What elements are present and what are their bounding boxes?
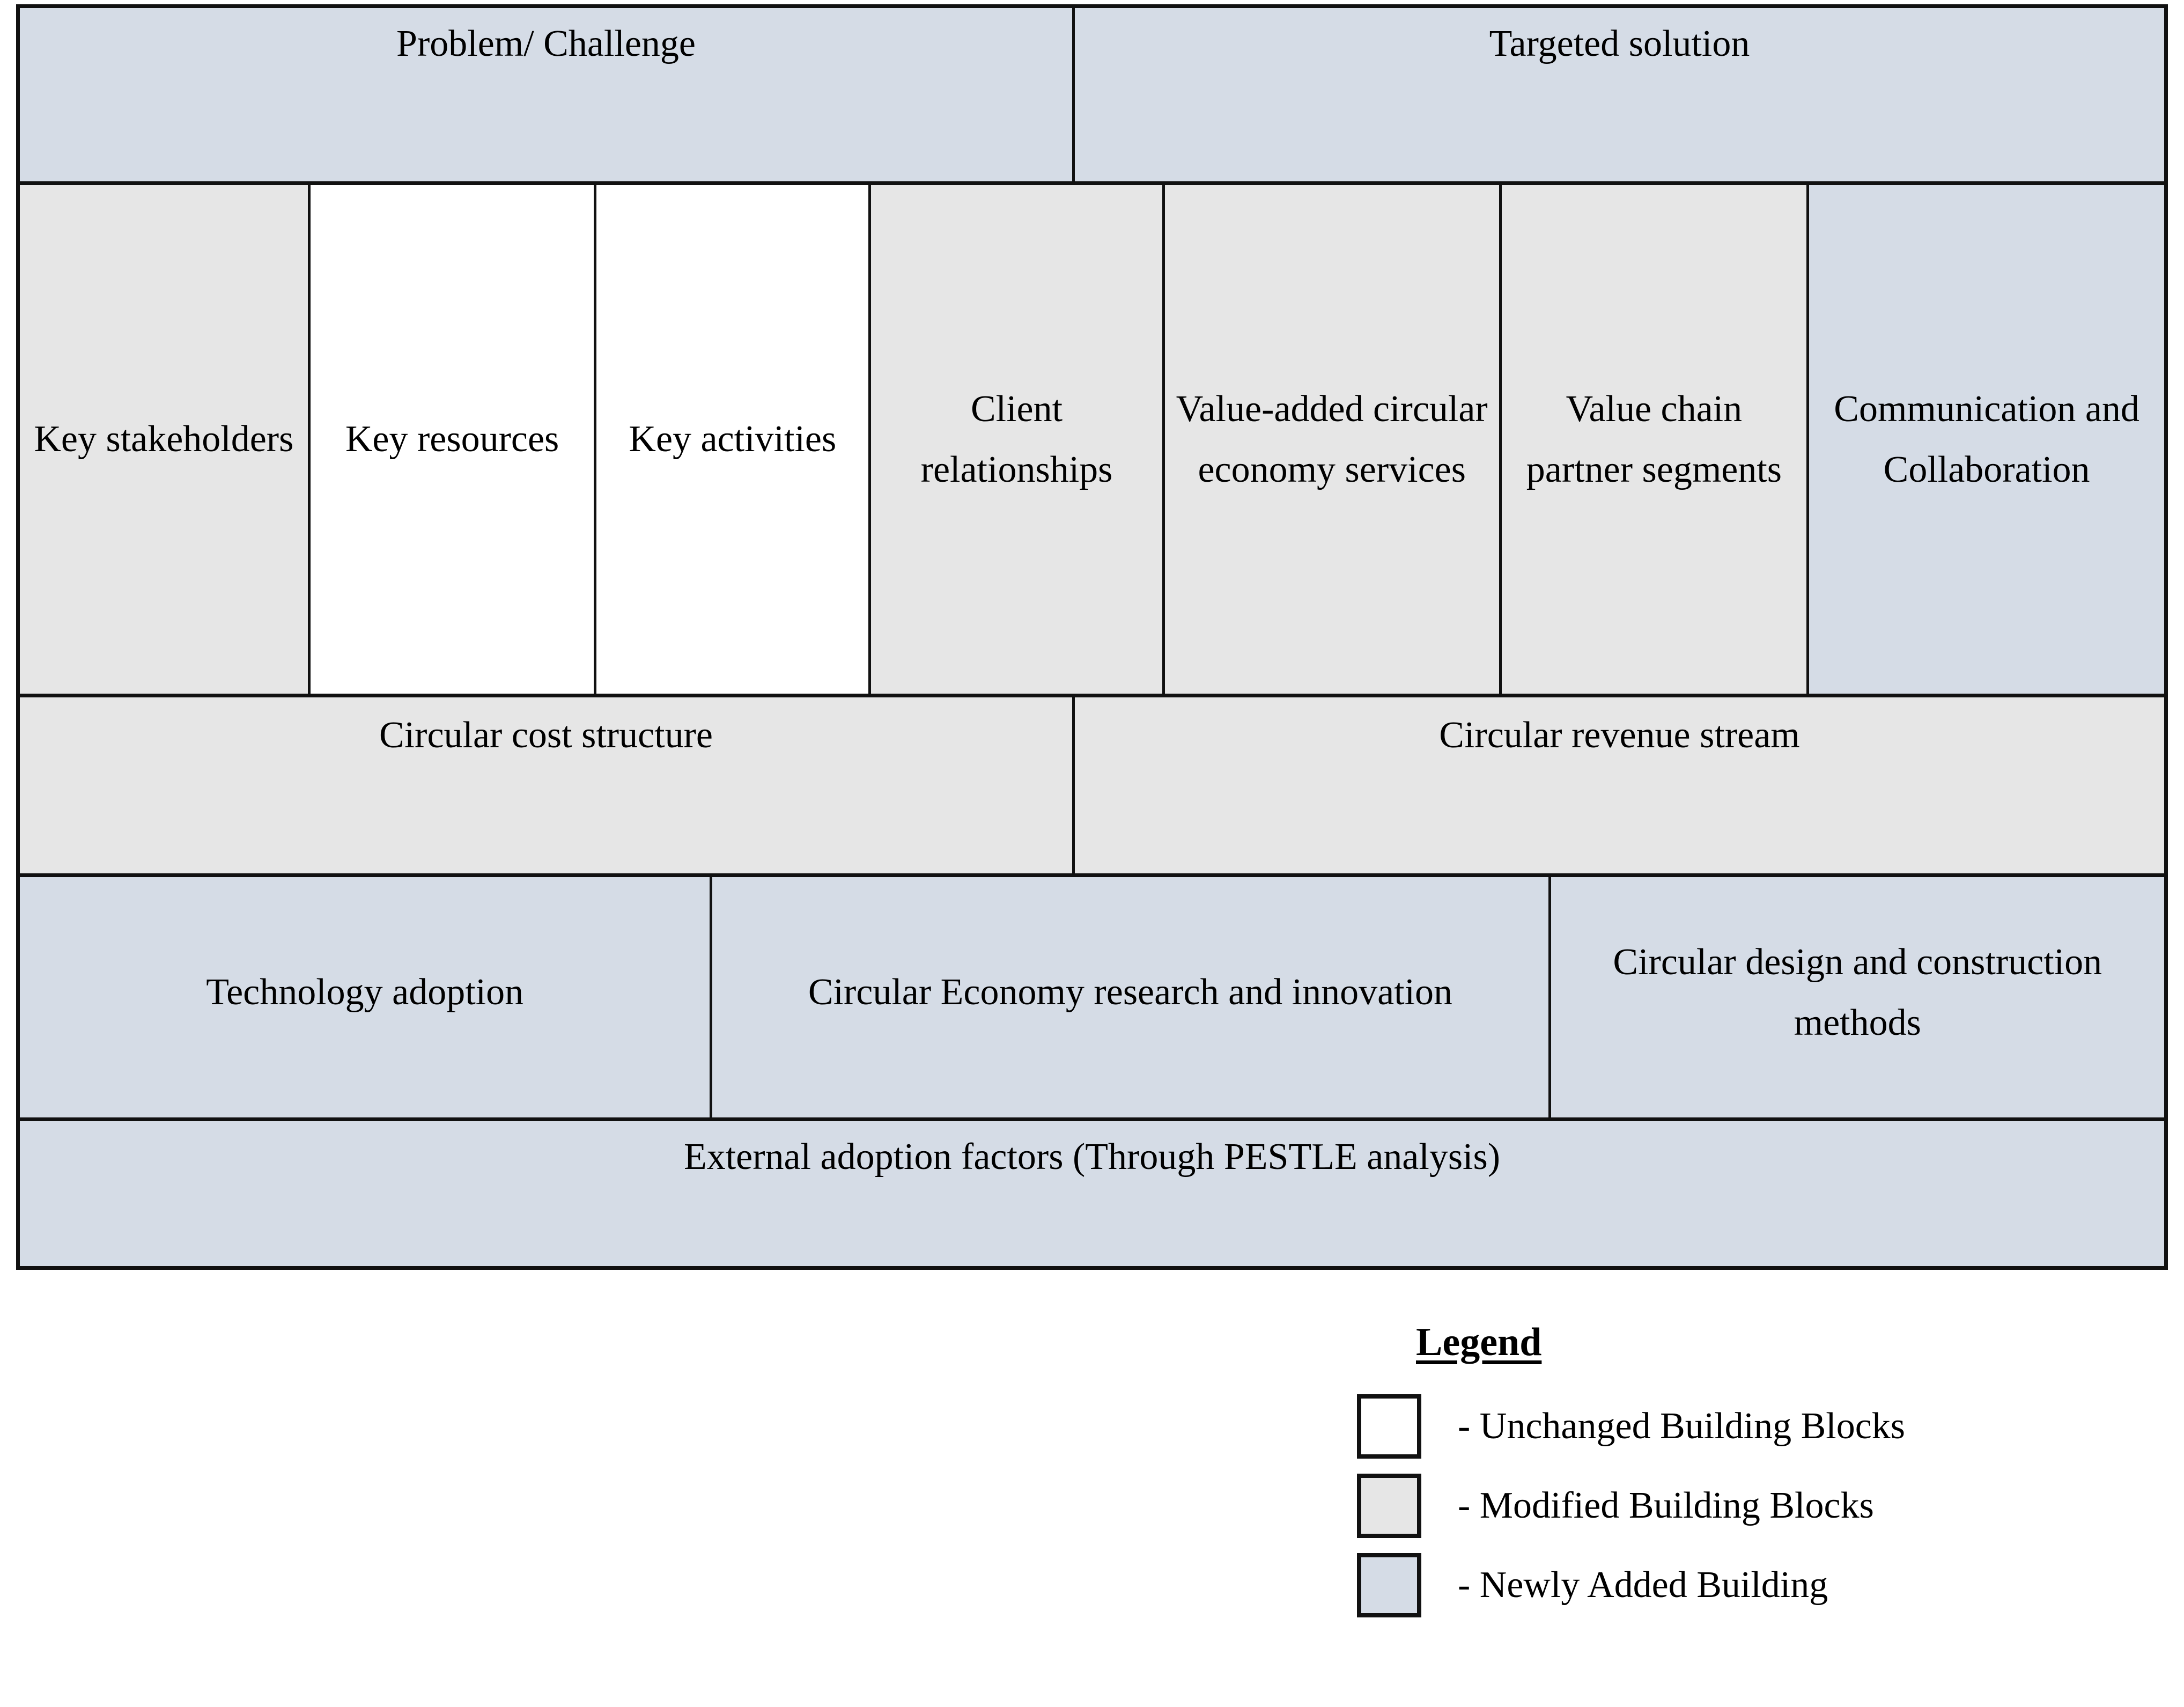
legend-item-modified: - Modified Building Blocks [1357, 1474, 2097, 1538]
legend-swatch-new-icon [1357, 1553, 1421, 1617]
cost-revenue-row: Circular cost structure Circular revenue… [20, 697, 2164, 877]
block-circular-economy-research-and-innovation: Circular Economy research and innovation [712, 877, 1551, 1117]
business-model-canvas-table: Problem/ Challenge Targeted solution Key… [16, 4, 2168, 1270]
block-circular-revenue-stream: Circular revenue stream [1075, 697, 2164, 873]
block-technology-adoption: Technology adoption [20, 877, 713, 1117]
external-adoption-factors-row: External adoption factors (Through PESTL… [20, 1121, 2164, 1266]
header-problem-challenge: Problem/ Challenge [20, 8, 1075, 181]
legend: Legend - Unchanged Building Blocks - Mod… [1357, 1320, 2097, 1632]
block-client-relationships: Client relationships [871, 185, 1165, 694]
canvas-header-row: Problem/ Challenge Targeted solution [20, 8, 2164, 185]
legend-label-new: - Newly Added Building [1458, 1564, 1828, 1606]
adoption-factors-row: Technology adoption Circular Economy res… [20, 877, 2164, 1121]
legend-items: - Unchanged Building Blocks - Modified B… [1357, 1394, 2097, 1617]
building-blocks-row: Key stakeholders Key resources Key activ… [20, 185, 2164, 697]
block-circular-design-and-construction-methods: Circular design and construction methods [1551, 877, 2164, 1117]
legend-title: Legend [1416, 1320, 1542, 1364]
legend-swatch-unchanged-icon [1357, 1394, 1421, 1459]
block-key-resources: Key resources [310, 185, 597, 694]
block-external-adoption-factors: External adoption factors (Through PESTL… [20, 1121, 2164, 1266]
legend-item-new: - Newly Added Building [1357, 1553, 2097, 1617]
block-communication-and-collaboration: Communication and Collaboration [1809, 185, 2164, 694]
block-value-added-circular-economy-services: Value-added circular economy services [1164, 185, 1502, 694]
legend-label-modified: - Modified Building Blocks [1458, 1485, 1874, 1526]
legend-item-unchanged: - Unchanged Building Blocks [1357, 1394, 2097, 1459]
block-circular-cost-structure: Circular cost structure [20, 697, 1075, 873]
legend-swatch-modified-icon [1357, 1474, 1421, 1538]
header-targeted-solution: Targeted solution [1075, 8, 2164, 181]
block-key-activities: Key activities [596, 185, 872, 694]
block-value-chain-partner-segments: Value chain partner segments [1501, 185, 1810, 694]
block-key-stakeholders: Key stakeholders [20, 185, 311, 694]
legend-label-unchanged: - Unchanged Building Blocks [1458, 1406, 1906, 1447]
